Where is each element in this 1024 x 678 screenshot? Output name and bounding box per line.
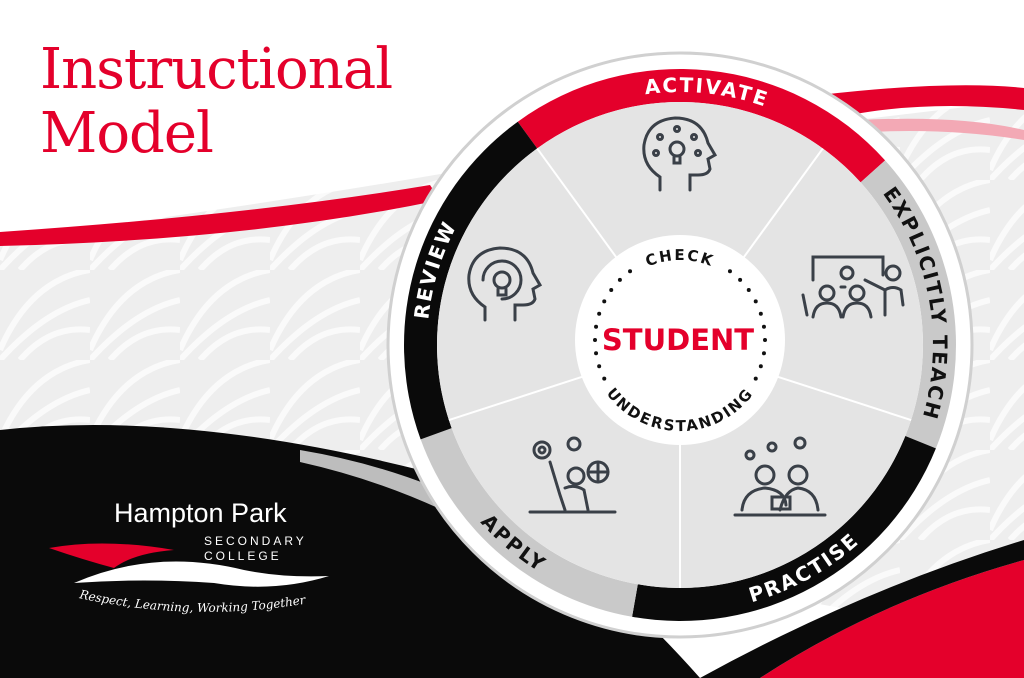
center-dotted-ring (593, 269, 767, 381)
logo-sub-1: SECONDARY (204, 534, 307, 548)
school-logo: Hampton Park SECONDARY COLLEGE Respect, … (44, 498, 344, 623)
student-gear-globe-icon (528, 436, 617, 514)
logo-wave-icon: Respect, Learning, Working Together (49, 543, 329, 615)
center-dot (753, 376, 758, 381)
black-region-bottom-left (0, 425, 700, 678)
center-dot (761, 324, 766, 329)
center-dot (594, 351, 599, 356)
teacher-whiteboard-icon (801, 255, 905, 319)
page-title: Instructional Model (40, 37, 393, 166)
ring-segment-practise[interactable] (632, 436, 936, 621)
logo-name: Hampton Park (114, 498, 287, 528)
red-swoosh-top-right (820, 85, 1024, 115)
students-laptop-icon (733, 436, 827, 517)
center-circle (575, 235, 785, 445)
center-dot (738, 277, 743, 282)
sector-divider (448, 374, 586, 422)
head-bulb-cycle-icon (467, 246, 543, 322)
head-network-bulb-icon (642, 116, 718, 192)
center-dot (628, 269, 633, 274)
center-dot (617, 277, 622, 282)
center-dot (609, 288, 614, 293)
center-dot (761, 351, 766, 356)
ring-segment-explicitly-teach[interactable] (860, 160, 956, 449)
center-dot (763, 338, 767, 342)
center-dot (758, 311, 763, 316)
center-dot (753, 299, 758, 304)
title-line-2: Model (40, 101, 214, 166)
logo-sub-2: COLLEGE (204, 549, 282, 563)
red-swoosh-top-left (0, 185, 440, 246)
center-dot (602, 299, 607, 304)
ring-segment-apply[interactable] (420, 428, 638, 617)
center-dot (594, 324, 599, 329)
red-region-bottom-right (760, 560, 1024, 678)
title-line-1: Instructional (40, 37, 393, 102)
center-dot (758, 364, 763, 369)
center-dot (727, 269, 732, 274)
center-dot (597, 364, 602, 369)
sector-dividers (448, 147, 912, 588)
center-student-text: STUDENT (602, 323, 754, 357)
ring-segment-review[interactable] (404, 121, 538, 440)
center-dot (593, 338, 597, 342)
center-dot (602, 376, 607, 381)
sector-divider (737, 147, 824, 265)
center-dot (746, 288, 751, 293)
sector-divider (536, 147, 623, 265)
ring-segment-activate[interactable] (517, 69, 886, 183)
sector-divider (774, 374, 912, 422)
center-dot (597, 311, 602, 316)
